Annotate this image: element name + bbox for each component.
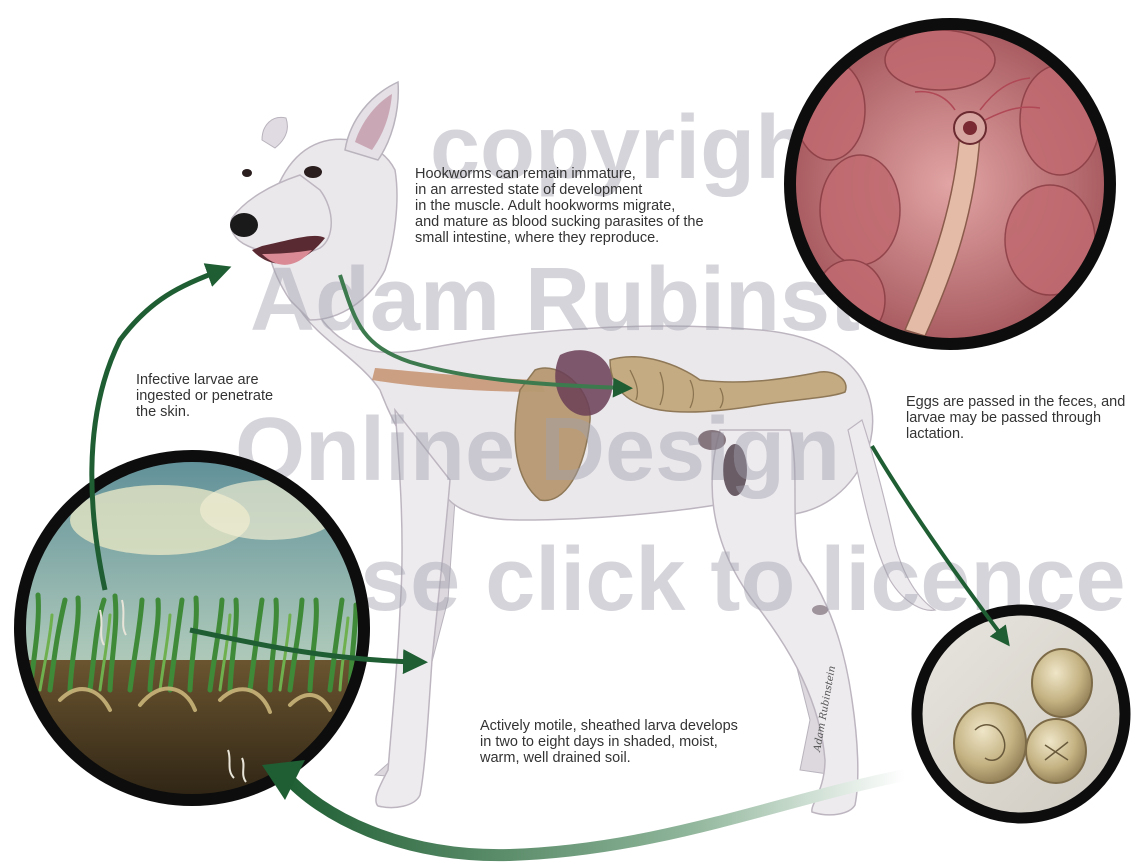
caption-eggs-passed: Eggs are passed in the feces, and larvae… [906, 394, 1134, 442]
arrow-eggs-to-soil [285, 775, 905, 855]
intestinal-tissue-circle [790, 24, 1110, 344]
caption-muscle-migration: Hookworms can remain immature, in an arr… [415, 166, 775, 246]
caption-soil-development: Actively motile, sheathed larva develops… [480, 718, 820, 766]
caption-larvae-ingestion: Infective larvae are ingested or penetra… [136, 372, 326, 420]
eggs-circle [917, 610, 1125, 818]
